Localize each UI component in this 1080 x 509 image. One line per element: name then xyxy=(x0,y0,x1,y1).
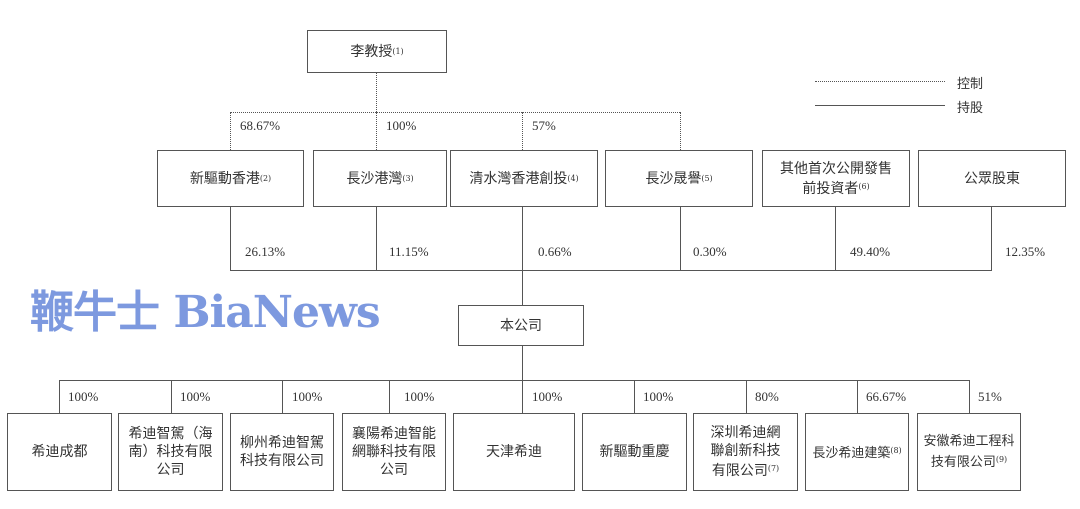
holding-pct: 0.66% xyxy=(538,244,572,259)
node-label: 新驅動香港 xyxy=(189,170,260,187)
node-label: 李教授 xyxy=(350,43,393,60)
subsidiary-line xyxy=(282,380,283,413)
node-label: 清水灣香港創投 xyxy=(469,170,568,187)
control-pct: 100% xyxy=(386,118,417,133)
holding-pct: 0.30% xyxy=(693,244,727,259)
footnote-marker: (8) xyxy=(890,445,902,455)
node-label: 深圳希迪網聯創新科技有限公司 xyxy=(710,425,781,479)
node-shareholder: 新驅動香港(2) xyxy=(157,150,304,207)
node-subsidiary: 長沙希迪建築(8) xyxy=(805,413,909,491)
node-label: 安徽希迪工程科技有限公司 xyxy=(923,433,1015,470)
subsidiary-line xyxy=(59,380,60,413)
control-line xyxy=(230,112,680,113)
node-label: 本公司 xyxy=(500,317,542,334)
node-label: 其他首次公開發售前投資者 xyxy=(780,160,892,197)
node-subsidiary: 天津希迪 xyxy=(453,413,575,491)
control-pct: 68.67% xyxy=(240,118,281,133)
holding-line xyxy=(230,206,231,270)
control-line xyxy=(230,112,231,150)
subsidiary-line xyxy=(634,380,635,413)
subsidiary-line xyxy=(522,380,523,413)
subsidiary-pct: 66.67% xyxy=(866,389,907,404)
subsidiary-line xyxy=(969,380,970,413)
legend-shareholding-line xyxy=(815,105,945,106)
node-shareholder: 公眾股東 xyxy=(918,150,1066,207)
node-label: 希迪成都 xyxy=(31,444,88,460)
footnote-marker: (2) xyxy=(259,173,272,183)
node-label: 柳州希迪智駕科技有限公司 xyxy=(240,435,324,469)
node-subsidiary: 安徽希迪工程科技有限公司(9) xyxy=(917,413,1021,491)
subsidiary-pct: 80% xyxy=(755,389,779,404)
node-label: 襄陽希迪智能網聯科技有限公司 xyxy=(352,426,436,478)
node-label: 公眾股東 xyxy=(964,170,1020,187)
control-line xyxy=(376,112,377,150)
control-line xyxy=(376,73,377,112)
subsidiary-line xyxy=(746,380,747,413)
subsidiary-pct: 100% xyxy=(292,389,323,404)
subsidiary-line xyxy=(857,380,858,413)
node-company: 本公司 xyxy=(458,305,584,346)
node-shareholder: 其他首次公開發售前投資者(6) xyxy=(762,150,910,207)
holding-pct: 49.40% xyxy=(850,244,891,259)
holding-pct: 11.15% xyxy=(389,244,429,259)
legend-control-label: 控制 xyxy=(957,77,984,92)
node-label: 希迪智駕（海南）科技有限公司 xyxy=(128,426,213,478)
legend-shareholding-label: 持股 xyxy=(957,101,984,116)
subsidiary-pct: 100% xyxy=(643,389,674,404)
footnote-marker: (9) xyxy=(995,454,1008,464)
node-label: 長沙晟譽 xyxy=(645,170,702,187)
footnote-marker: (3) xyxy=(402,173,414,183)
subsidiary-line xyxy=(59,380,970,381)
node-subsidiary: 深圳希迪網聯創新科技有限公司(7) xyxy=(693,413,798,491)
footnote-marker: (7) xyxy=(767,464,780,473)
control-pct: 57% xyxy=(532,118,556,133)
footnote-marker: (4) xyxy=(567,173,579,183)
node-subsidiary: 希迪智駕（海南）科技有限公司 xyxy=(118,413,223,491)
legend-control-line xyxy=(815,81,945,82)
node-label: 天津希迪 xyxy=(486,444,542,460)
node-professor-li: 李教授(1) xyxy=(307,30,447,73)
node-label: 長沙港灣 xyxy=(346,170,403,187)
node-subsidiary: 新驅動重慶 xyxy=(582,413,687,491)
subsidiary-pct: 100% xyxy=(68,389,99,404)
subsidiary-pct: 51% xyxy=(978,389,1002,404)
control-line xyxy=(680,112,681,150)
subsidiary-line xyxy=(522,345,523,380)
control-line xyxy=(522,112,523,150)
footnote-marker: (1) xyxy=(392,46,404,56)
node-label: 長沙希迪建築 xyxy=(812,445,891,461)
holding-line xyxy=(522,206,523,305)
holding-line xyxy=(376,206,377,270)
subsidiary-line xyxy=(171,380,172,413)
node-subsidiary: 襄陽希迪智能網聯科技有限公司 xyxy=(342,413,446,491)
holding-line xyxy=(230,270,992,271)
node-shareholder: 長沙港灣(3) xyxy=(313,150,447,207)
watermark: 鞭牛士 BiaNews xyxy=(30,287,381,338)
holding-line xyxy=(991,206,992,270)
node-shareholder: 長沙晟譽(5) xyxy=(605,150,753,207)
holding-line xyxy=(835,206,836,270)
holding-line xyxy=(680,206,681,270)
subsidiary-pct: 100% xyxy=(404,389,435,404)
node-label: 新驅動重慶 xyxy=(599,444,670,460)
subsidiary-pct: 100% xyxy=(180,389,211,404)
footnote-marker: (5) xyxy=(701,173,713,183)
footnote-marker: (6) xyxy=(858,181,870,191)
subsidiary-line xyxy=(389,380,390,413)
node-shareholder: 清水灣香港創投(4) xyxy=(450,150,598,207)
subsidiary-pct: 100% xyxy=(532,389,563,404)
node-subsidiary: 柳州希迪智駕科技有限公司 xyxy=(230,413,334,491)
node-subsidiary: 希迪成都 xyxy=(7,413,112,491)
holding-pct: 12.35% xyxy=(1005,244,1046,259)
holding-pct: 26.13% xyxy=(245,244,286,259)
